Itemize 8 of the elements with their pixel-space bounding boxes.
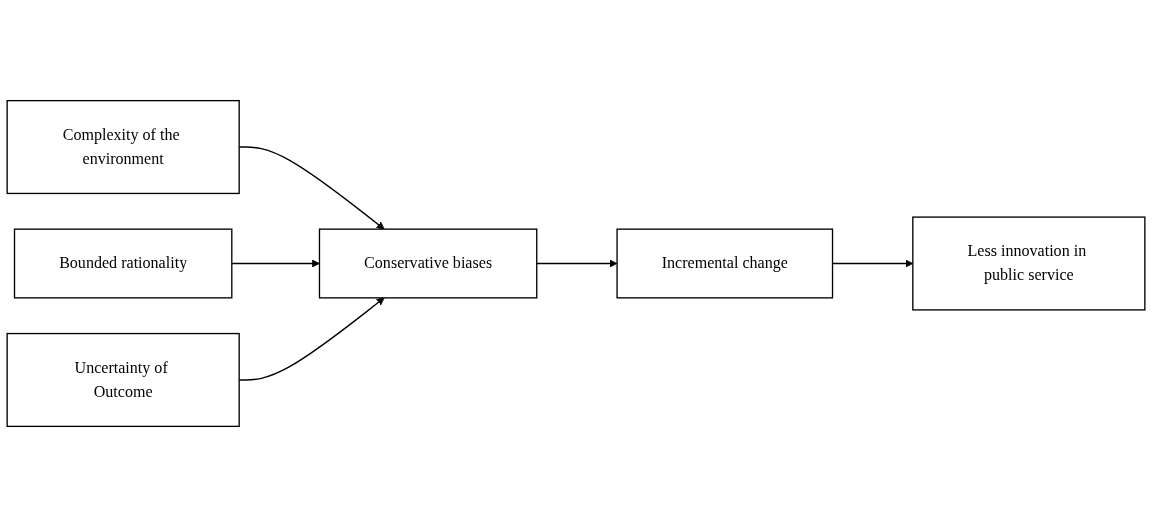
node-box: Complexity of the environment xyxy=(6,99,240,195)
node-box: Uncertainty of Outcome xyxy=(6,332,240,428)
node-box: Less innovation in public service xyxy=(912,216,1146,311)
arrow xyxy=(231,259,320,268)
node-box: Bounded rationality xyxy=(13,228,233,299)
node-box: Conservative biases xyxy=(318,228,538,299)
node-box: Incremental change xyxy=(616,228,834,299)
arrow xyxy=(536,259,618,268)
